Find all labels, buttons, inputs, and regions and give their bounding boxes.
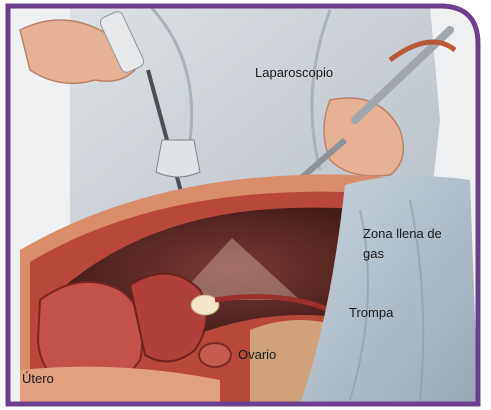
label-laparoscope: Laparoscopio [255,64,333,81]
label-tube: Trompa [349,304,393,321]
label-gas-zone: Zona llena de gas [363,224,453,264]
label-uterus: Útero [22,370,54,387]
label-ovary: Ovario [238,346,276,363]
